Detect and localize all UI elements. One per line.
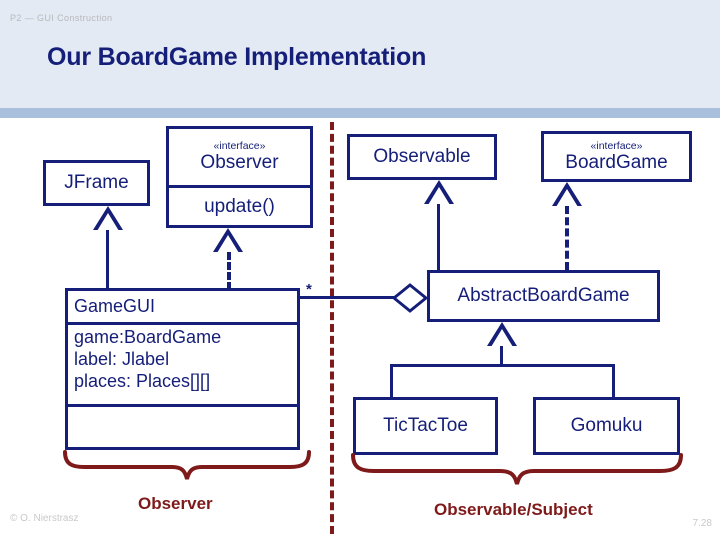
class-box-tictactoe[interactable]: TicTacToe: [353, 397, 498, 455]
brace-observable-subject: [351, 453, 683, 485]
header-rule: [0, 108, 720, 118]
boardgame-name-compartment: «interface» BoardGame: [544, 134, 689, 179]
class-box-abstractboardgame[interactable]: AbstractBoardGame: [427, 270, 660, 322]
gamegui-operations-compartment: [68, 404, 297, 447]
class-name-jframe: JFrame: [64, 172, 129, 193]
class-name-abstractboardgame: AbstractBoardGame: [457, 285, 630, 306]
copyright-notice: © O. Nierstrasz: [10, 513, 79, 524]
generalization-drop-gomuku: [612, 364, 615, 398]
generalization-stem-subclasses: [500, 346, 503, 366]
gamegui-name-compartment: GameGUI: [68, 291, 297, 322]
association-line-gamegui-abstract: [300, 296, 398, 299]
stereotype-boardgame: «interface»: [590, 139, 643, 152]
class-box-observable[interactable]: Observable: [347, 134, 497, 180]
generalization-arrow-jframe-inner: [97, 213, 119, 231]
section-divider: [330, 122, 334, 534]
attribute-label: label: Jlabel: [74, 349, 170, 369]
gomuku-name-compartment: Gomuku: [536, 400, 677, 452]
operation-update: update(): [204, 195, 275, 217]
class-name-gomuku: Gomuku: [570, 415, 643, 436]
gamegui-attributes-compartment: game:BoardGame label: Jlabel places: Pla…: [68, 322, 297, 404]
aggregation-diamond: [392, 283, 428, 313]
class-name-tictactoe: TicTacToe: [383, 415, 468, 436]
realization-arrow-observer-inner: [217, 235, 239, 253]
class-box-gomuku[interactable]: Gomuku: [533, 397, 680, 455]
page-title: Our BoardGame Implementation: [47, 43, 427, 71]
class-name-observer: Observer: [200, 152, 279, 173]
generalization-bar-subclasses: [390, 364, 615, 367]
realization-line-boardgame-abstract: [565, 206, 569, 270]
generalization-arrow-abstractboardgame-inner: [491, 329, 513, 347]
class-box-observer[interactable]: «interface» Observer update(): [166, 126, 313, 228]
slide-kicker: P2 — GUI Construction: [10, 13, 113, 23]
class-name-gamegui: GameGUI: [74, 296, 156, 316]
observer-operations-compartment: update(): [169, 185, 310, 225]
abstractboardgame-name-compartment: AbstractBoardGame: [430, 273, 657, 319]
generalization-arrow-observable-inner: [428, 187, 450, 205]
class-name-boardgame: BoardGame: [565, 151, 668, 173]
stereotype-observer: «interface»: [213, 140, 266, 152]
class-box-jframe[interactable]: JFrame: [43, 160, 150, 206]
attribute-places: places: Places[][]: [74, 371, 211, 391]
attribute-game: game:BoardGame: [74, 327, 222, 347]
observer-name-compartment: «interface» Observer: [169, 129, 310, 185]
generalization-line-observable-abstract: [437, 204, 440, 272]
annotation-observer-role: Observer: [138, 494, 213, 513]
jframe-name-compartment: JFrame: [46, 163, 147, 203]
class-box-boardgame[interactable]: «interface» BoardGame: [541, 131, 692, 182]
annotation-observable-role: Observable/Subject: [434, 500, 593, 519]
observable-name-compartment: Observable: [350, 137, 494, 177]
brace-observer: [63, 450, 311, 480]
realization-line-observer-gamegui: [227, 252, 231, 290]
class-box-gamegui[interactable]: GameGUI game:BoardGame label: Jlabel pla…: [65, 288, 300, 450]
generalization-line-jframe-gamegui: [106, 230, 109, 290]
tictactoe-name-compartment: TicTacToe: [356, 400, 495, 452]
page-number: 7.28: [692, 518, 712, 529]
header-background: [0, 0, 720, 108]
generalization-drop-tictactoe: [390, 364, 393, 398]
association-multiplicity: *: [306, 281, 312, 298]
realization-arrow-boardgame-inner: [556, 189, 578, 207]
class-name-observable: Observable: [373, 146, 471, 167]
